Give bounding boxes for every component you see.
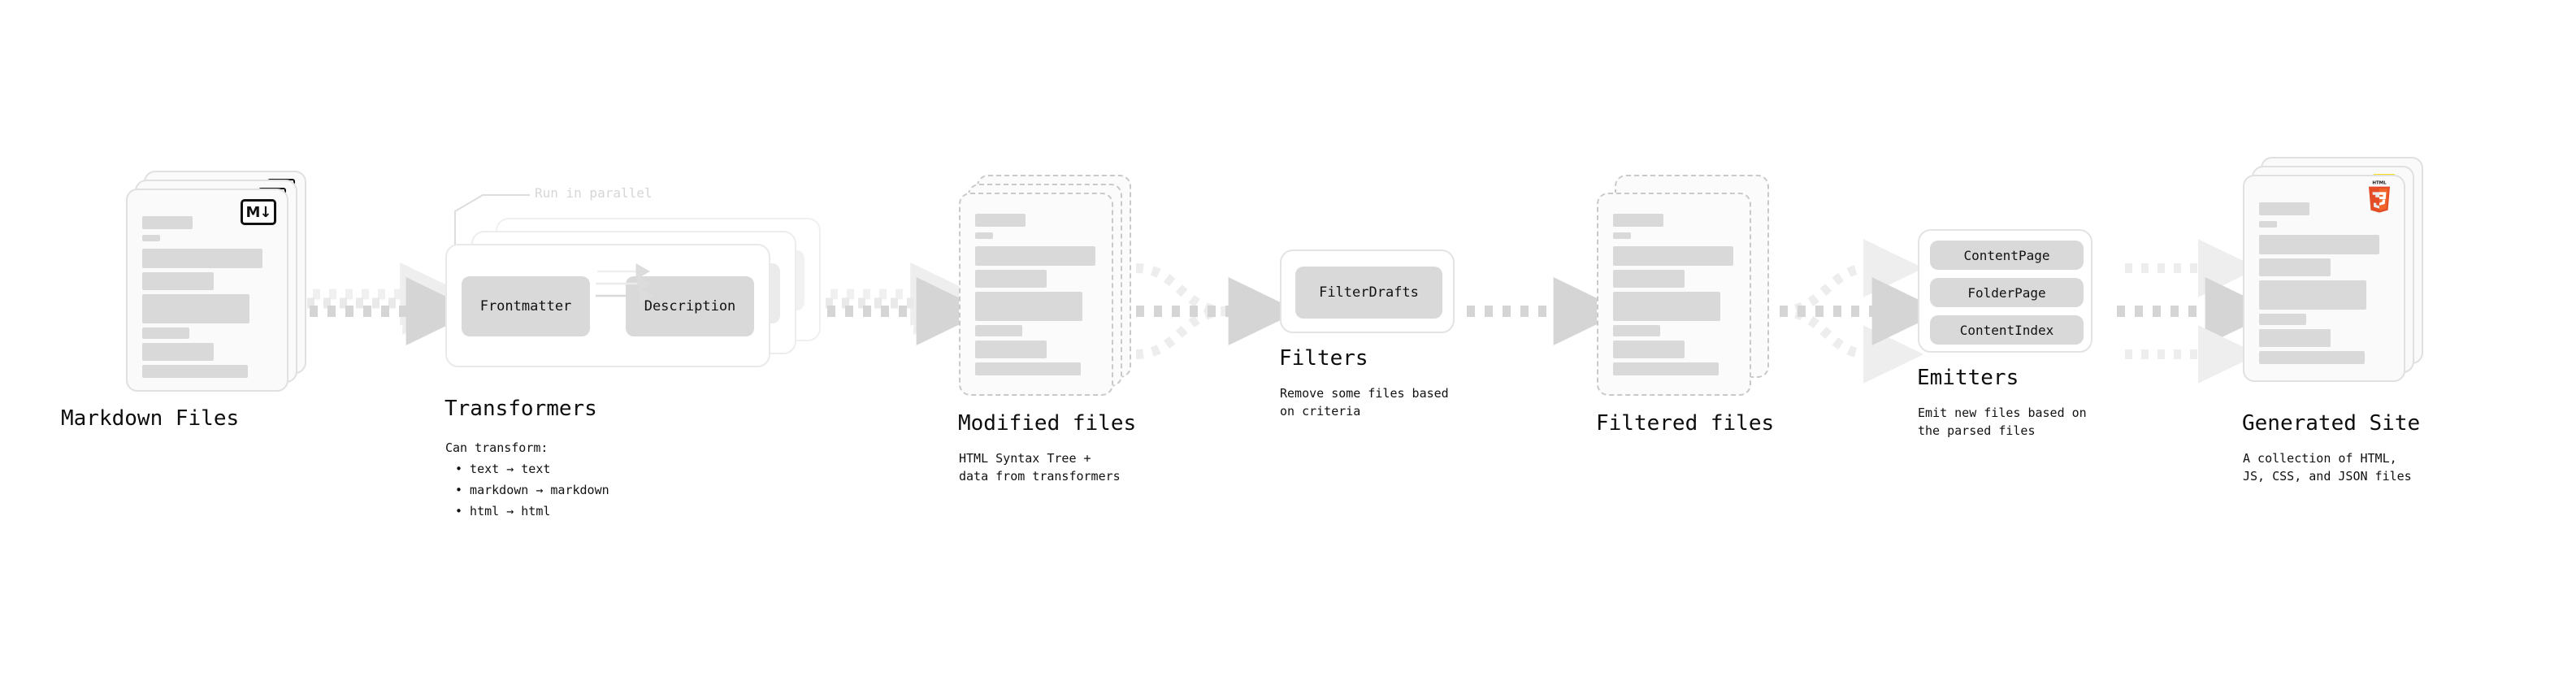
markdown-icon: M↓ (241, 199, 276, 225)
markdown-document-front[interactable]: M↓ (126, 189, 288, 392)
skeleton-bar (975, 214, 1026, 227)
stage-title-generated-site: Generated Site (2242, 411, 2421, 436)
stage-subtitle-emitters: Emit new files based on the parsed files (1918, 406, 2087, 438)
run-in-parallel-note: Run in parallel (535, 185, 653, 201)
note-leader-line (454, 194, 530, 257)
skeleton-bar (975, 292, 1082, 321)
skeleton-bar (2259, 202, 2309, 215)
skeleton-bar (142, 294, 249, 323)
skeleton-bar (142, 216, 193, 229)
stage-title-emitters: Emitters (1917, 366, 2019, 390)
skeleton-bar (142, 365, 248, 378)
markdown-document-stack: M↓ M↓ M↓ (126, 171, 313, 392)
stage-title-filtered-files: Filtered files (1596, 411, 1775, 436)
skeleton-bar (142, 343, 214, 361)
stage-subtitle-transformers: Can transform: (445, 440, 549, 455)
transformer-pill-frontmatter[interactable]: Frontmatter (462, 276, 590, 336)
skeleton-bar (2259, 351, 2365, 364)
stage-subtitle-filters: Remove some files based on criteria (1280, 386, 1449, 419)
skeleton-bar (142, 272, 214, 290)
arrow-filtered-to-emitters-split (1779, 239, 1943, 384)
skeleton-bar (1613, 270, 1685, 288)
skeleton-bar (142, 249, 262, 268)
stage-filtered-files: Filtered files (1596, 175, 1774, 436)
skeleton-bar (1613, 232, 1631, 239)
skeleton-bar (975, 246, 1095, 266)
skeleton-bar (2259, 280, 2366, 310)
emitter-pill-contentpage[interactable]: ContentPage (1930, 241, 2084, 270)
stage-title-markdown-files: Markdown Files (61, 406, 240, 431)
skeleton-bar (1613, 292, 1720, 321)
skeleton-bar (1613, 340, 1685, 358)
skeleton-bar (975, 325, 1022, 336)
skeleton-bar (1613, 214, 1663, 227)
skeleton-bar (2259, 329, 2331, 347)
stage-markdown-files: M↓ M↓ M↓ Markdown Files (61, 171, 313, 431)
arrow-emitters-to-site (2117, 239, 2276, 384)
skeleton-bar (1613, 246, 1733, 266)
skeleton-bar (142, 327, 189, 339)
generated-site-document-stack: CSS HTML (2243, 157, 2430, 384)
arrow-transformers-to-modified (826, 262, 987, 345)
filtered-document-front[interactable] (1597, 193, 1751, 396)
stage-title-modified-files: Modified files (958, 411, 1137, 436)
filters-card[interactable]: FilterDrafts (1280, 249, 1455, 333)
skeleton-bar (2259, 258, 2331, 276)
filtered-document-stack (1597, 175, 1772, 396)
emitter-pill-contentindex[interactable]: ContentIndex (1930, 315, 2084, 345)
skeleton-bar (1613, 362, 1719, 375)
arrow-markdown-to-transformers (307, 262, 477, 345)
stage-modified-files: Modified files HTML Syntax Tree + data f… (958, 175, 1136, 484)
transformer-card-front[interactable]: Frontmatter Description (445, 244, 770, 367)
skeleton-bar (2259, 221, 2277, 228)
skeleton-bar (2259, 314, 2306, 325)
stage-subtitle-modified-files: HTML Syntax Tree + data from transformer… (959, 451, 1121, 484)
transformer-inner-arrows (596, 263, 653, 304)
skeleton-bar (975, 340, 1047, 358)
stage-title-transformers: Transformers (445, 397, 597, 421)
stage-subtitle-generated-site: A collection of HTML, JS, CSS, and JSON … (2243, 451, 2412, 484)
emitters-card[interactable]: ContentPage FolderPage ContentIndex (1918, 229, 2092, 353)
svg-text:HTML: HTML (2372, 180, 2387, 185)
skeleton-bar (975, 232, 993, 239)
transformers-bullet-0: • text → text (455, 462, 551, 476)
arrow-modified-to-filters-merge (1135, 263, 1299, 359)
generated-site-document-front[interactable]: HTML (2243, 175, 2405, 382)
filter-pill-filterdrafts[interactable]: FilterDrafts (1295, 267, 1442, 319)
skeleton-bar (975, 270, 1047, 288)
emitter-pill-folderpage[interactable]: FolderPage (1930, 278, 2084, 307)
modified-document-front[interactable] (959, 193, 1113, 396)
skeleton-bar (1613, 325, 1660, 336)
skeleton-bar (975, 362, 1081, 375)
modified-document-stack (959, 175, 1134, 396)
skeleton-bar (2259, 235, 2379, 254)
transformers-bullet-2: • html → html (455, 504, 551, 518)
stage-title-filters: Filters (1279, 346, 1368, 371)
stage-generated-site: CSS HTML Generated Site A collection (2242, 157, 2430, 484)
transformers-bullet-1: • markdown → markdown (455, 483, 609, 497)
html5-icon: HTML (2368, 180, 2391, 213)
skeleton-bar (142, 235, 160, 241)
